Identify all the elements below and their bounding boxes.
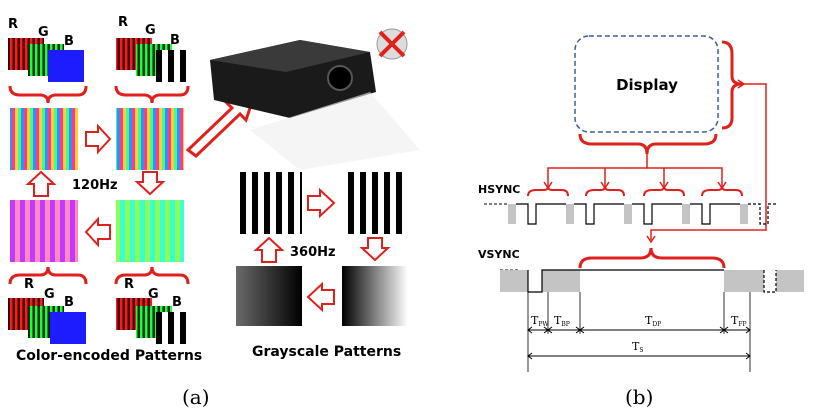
channel-label-r: R — [124, 277, 134, 292]
display-bottom-brace — [578, 133, 718, 155]
arrow-up — [253, 236, 285, 263]
hsync-connector — [647, 167, 723, 186]
rgb-stack-bottom-left: R G B — [8, 277, 86, 344]
connector-arrowhead — [646, 235, 656, 244]
channel-label-b: B — [170, 33, 180, 48]
color-encoded-tile-3 — [10, 200, 78, 262]
brace-bottom-right — [114, 266, 190, 285]
hsync-connector — [547, 154, 648, 186]
rgb-stack-top-left: R G B — [8, 17, 84, 82]
channel-label-g: G — [38, 25, 49, 40]
channel-label-g: G — [44, 287, 55, 302]
vsync-waveform — [500, 269, 804, 293]
no-disc-icon — [376, 28, 408, 60]
vsync-brace — [578, 247, 726, 269]
projector-lens — [327, 65, 353, 91]
t-s-label: TS — [632, 340, 643, 354]
rgb-stack-top-right: R G B — [116, 15, 188, 82]
arrow-left — [84, 216, 111, 248]
projector-image — [210, 40, 420, 170]
display-box — [574, 35, 719, 133]
arrow-up — [25, 170, 57, 197]
connector-arrowhead — [737, 79, 746, 89]
arrow-down — [359, 237, 391, 262]
blue-pattern-tile — [156, 312, 188, 344]
caption-grayscale-patterns: Grayscale Patterns — [252, 344, 401, 360]
color-encoded-tile-4 — [116, 200, 184, 262]
hsync-braces — [527, 185, 743, 197]
channel-label-r: R — [24, 277, 34, 292]
color-encoded-tile-1 — [10, 108, 78, 170]
projector-top — [210, 40, 370, 72]
projector-beam — [250, 92, 420, 170]
display-right-brace — [721, 40, 743, 130]
hsync-waveform — [484, 203, 776, 225]
channel-label-r: R — [8, 17, 18, 32]
panel-label-a: (a) — [182, 385, 210, 409]
arrow-right — [85, 123, 112, 155]
arrow-left — [306, 281, 335, 313]
gray-gradient-tile-2 — [342, 266, 408, 326]
blue-pattern-tile — [50, 312, 86, 344]
channel-label-b: B — [64, 295, 74, 310]
t-fp-label: TFP — [731, 314, 747, 328]
blue-pattern-tile — [48, 50, 84, 82]
t-dp-label: TDP — [645, 314, 661, 328]
vsync-connector — [650, 83, 767, 240]
display-label: Display — [616, 76, 678, 94]
t-bp-label: TBP — [554, 314, 570, 328]
t-pw-label: TPW — [531, 314, 549, 328]
caption-color-patterns: Color-encoded Patterns — [16, 348, 202, 364]
blue-pattern-tile — [156, 50, 188, 82]
rate-label-color: 120Hz — [72, 178, 118, 193]
panel-b: Display HSYNC — [478, 35, 804, 409]
arrow-right — [307, 187, 336, 219]
brace-top-right — [114, 85, 190, 104]
brace-bottom-left — [8, 266, 88, 285]
channel-label-b: B — [64, 34, 74, 49]
channel-label-g: G — [145, 23, 156, 38]
hsync-connector — [604, 168, 665, 186]
gray-gradient-tile-1 — [236, 266, 302, 326]
timing-guides — [527, 292, 751, 372]
gray-stripe-tile-1 — [236, 172, 302, 234]
color-encoded-tile-2 — [116, 108, 184, 170]
connector-arrowheads — [543, 181, 727, 190]
brace-top-left — [8, 85, 88, 104]
vsync-label: VSYNC — [478, 248, 520, 261]
channel-label-r: R — [118, 15, 128, 30]
rate-label-gray: 360Hz — [290, 245, 336, 260]
channel-label-g: G — [148, 287, 159, 302]
channel-label-b: B — [172, 295, 182, 310]
arrow-down — [134, 171, 166, 196]
panel-a: R G B R G B 120Hz — [8, 15, 420, 409]
gray-stripe-tile-2 — [342, 172, 408, 234]
rgb-stack-bottom-right: R G B — [116, 277, 188, 344]
hsync-label: HSYNC — [478, 183, 520, 196]
panel-label-b: (b) — [625, 385, 653, 409]
